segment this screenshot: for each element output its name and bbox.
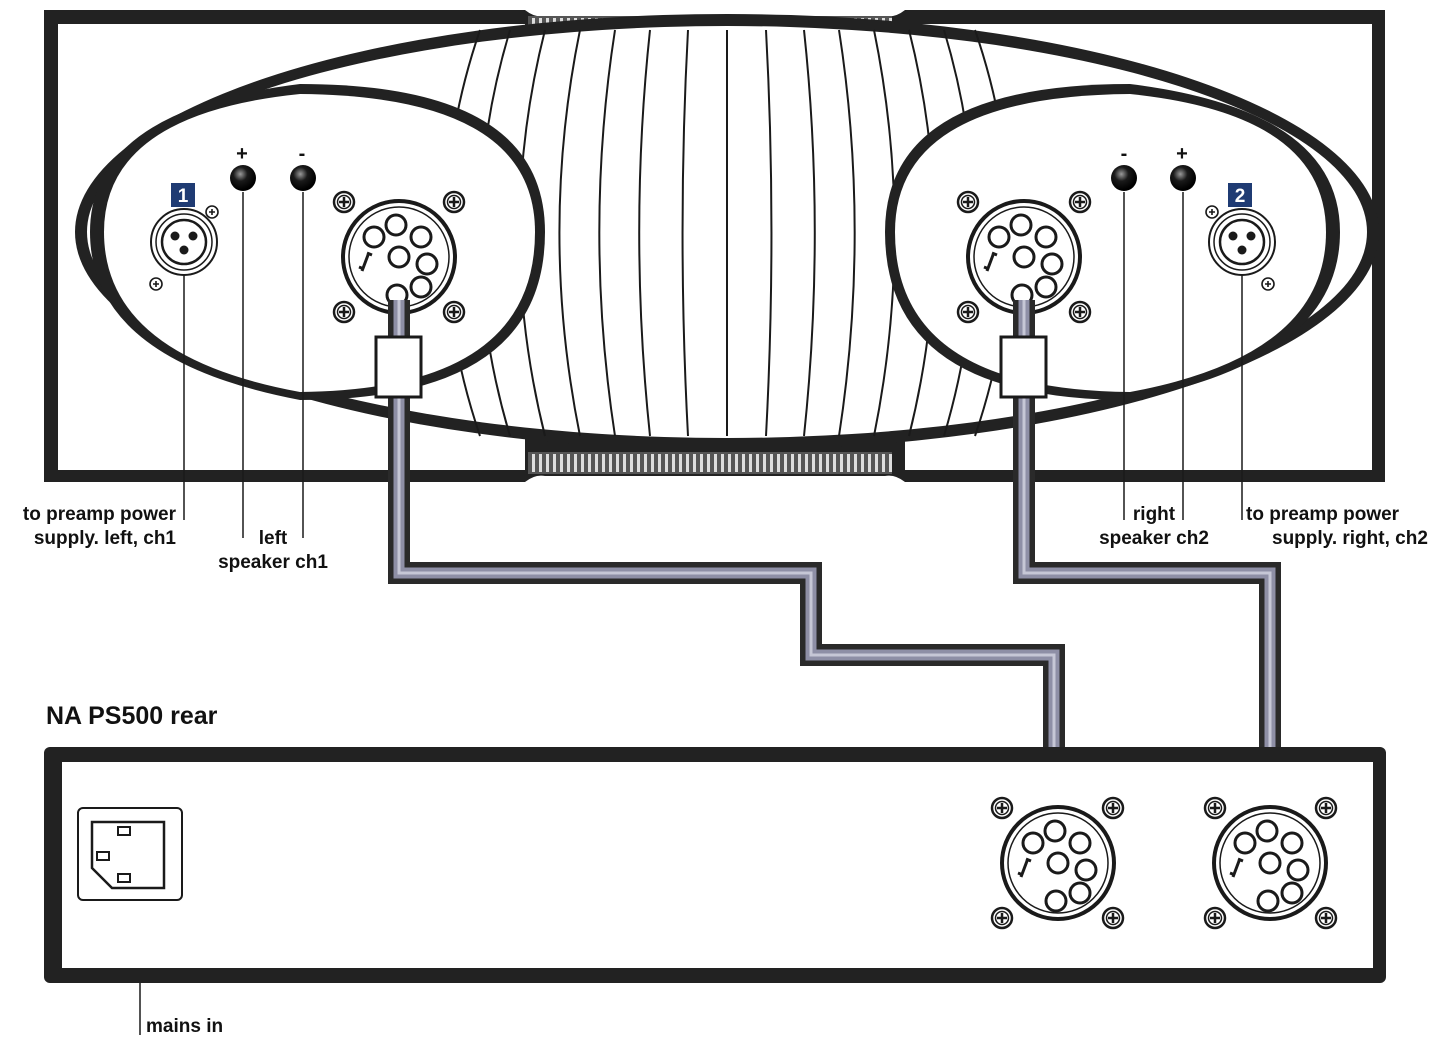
iec-mains-inlet-icon xyxy=(77,807,183,901)
din-8-pin-socket-icon xyxy=(1212,805,1328,921)
screw-icon xyxy=(1203,906,1227,930)
label-left-preamp-line2: supply. left, ch1 xyxy=(33,528,176,549)
ps500-rear-panel xyxy=(44,747,1386,983)
screw-icon xyxy=(332,190,356,214)
label-right-speaker-line2: speaker ch2 xyxy=(1099,528,1209,549)
speaker-terminal-icon xyxy=(230,165,256,191)
screw-icon xyxy=(1101,906,1125,930)
cable-right-boot xyxy=(999,335,1048,399)
label-right-preamp-line2: supply. right, ch2 xyxy=(1272,528,1428,549)
speaker-terminal-icon xyxy=(1111,165,1137,191)
screw-icon xyxy=(956,190,980,214)
screw-icon xyxy=(990,906,1014,930)
plus-sign: + xyxy=(1176,143,1188,165)
plus-sign: + xyxy=(236,143,248,165)
screw-icon xyxy=(1101,796,1125,820)
screw-icon xyxy=(990,796,1014,820)
din-8-pin-socket-icon xyxy=(966,199,1082,315)
screw-icon xyxy=(1205,205,1219,219)
screw-icon xyxy=(1261,277,1275,291)
screw-icon xyxy=(956,300,980,324)
screw-icon xyxy=(149,277,163,291)
amplifier-rear-panel: 1 + - 2 - + xyxy=(44,10,1385,482)
left-connector-plate xyxy=(104,94,535,392)
page-title: NA PS500 rear xyxy=(46,702,218,730)
channel-badge-1 xyxy=(171,183,195,207)
screw-icon xyxy=(1314,906,1338,930)
label-left-speaker-line2: speaker ch1 xyxy=(218,552,328,573)
screw-icon xyxy=(332,300,356,324)
screw-icon xyxy=(1203,796,1227,820)
label-right-speaker-line1: right xyxy=(1132,504,1176,525)
xlr-socket-icon xyxy=(1207,207,1277,277)
label-right-preamp-line1: to preamp power xyxy=(1246,504,1400,525)
screw-icon xyxy=(442,190,466,214)
minus-sign: - xyxy=(299,143,306,165)
label-left-preamp: to preamp power supply. left, ch1 xyxy=(0,503,176,551)
channel-badge-1-label: 1 xyxy=(178,186,189,207)
channel-badge-2-label: 2 xyxy=(1235,186,1246,207)
screw-icon xyxy=(205,205,219,219)
label-right-speaker: right speaker ch2 xyxy=(1084,503,1224,551)
interconnect-cables xyxy=(374,300,1281,810)
screw-icon xyxy=(1314,796,1338,820)
label-right-preamp: to preamp power supply. right, ch2 xyxy=(1246,503,1446,551)
din-8-pin-socket-icon xyxy=(341,199,457,315)
right-connector-plate xyxy=(895,94,1326,392)
xlr-socket-icon xyxy=(149,207,219,277)
screw-icon xyxy=(1068,190,1092,214)
label-mains: mains in xyxy=(146,1016,224,1037)
cable-left-boot xyxy=(374,335,423,399)
label-left-preamp-line1: to preamp power xyxy=(22,504,176,525)
label-left-speaker: left speaker ch1 xyxy=(203,527,343,575)
minus-sign: - xyxy=(1121,143,1128,165)
din-8-pin-socket-icon xyxy=(1000,805,1116,921)
speaker-terminal-icon xyxy=(1170,165,1196,191)
speaker-terminal-icon xyxy=(290,165,316,191)
channel-badge-2 xyxy=(1228,183,1252,207)
screw-icon xyxy=(1068,300,1092,324)
screw-icon xyxy=(442,300,466,324)
ps500-face xyxy=(62,762,1373,968)
label-left-speaker-line1: left xyxy=(258,528,288,549)
